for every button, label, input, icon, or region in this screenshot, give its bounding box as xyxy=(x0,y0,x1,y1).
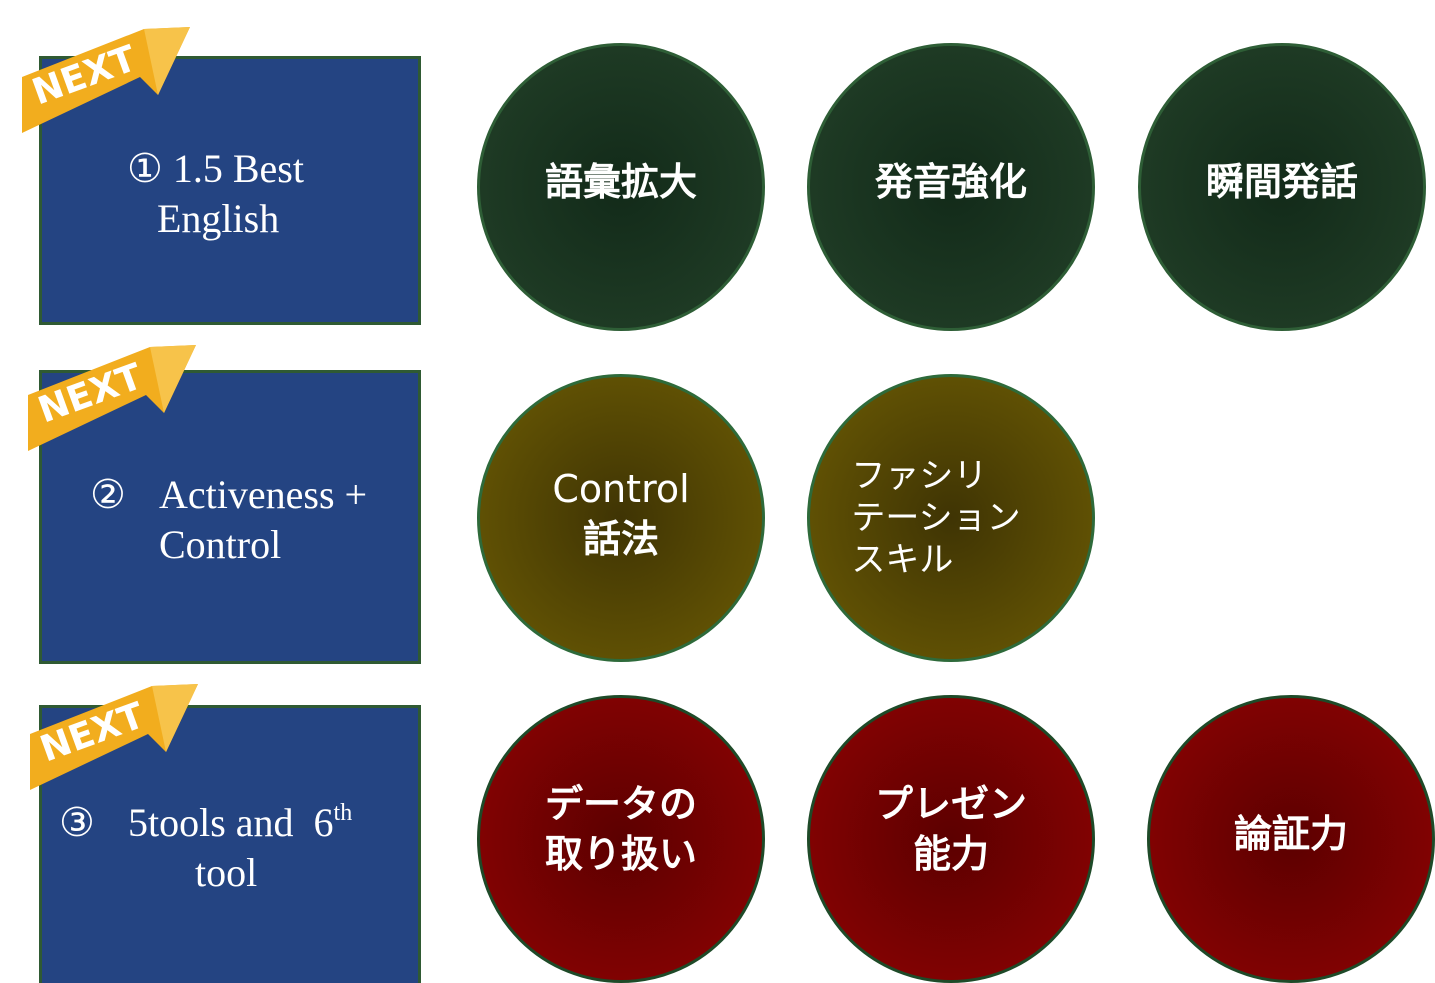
skill-circle-presentation-text: プレゼン 能力 xyxy=(875,779,1027,879)
step-box-2-line-2: Control xyxy=(159,522,282,567)
skill-circle-instant-speech: 瞬間発話 xyxy=(1138,43,1426,331)
step-box-2: ② Activeness + Control xyxy=(39,370,421,664)
next-tag-2-arrow-tip xyxy=(150,345,196,413)
skill-circle-facilitation-line-2: テーション xyxy=(851,498,1021,538)
step-box-3-number: ③ xyxy=(59,800,95,845)
next-tag-3-arrow-tip xyxy=(152,684,198,752)
skill-circle-argumentation-label: 論証力 xyxy=(1233,812,1348,856)
skill-circle-pronunciation-label: 発音強化 xyxy=(874,160,1027,204)
skill-circle-facilitation: ファシリ テーション スキル xyxy=(807,374,1095,662)
skill-circle-pronunciation: 発音強化 xyxy=(807,43,1095,331)
step-box-3-line-1-sup: th xyxy=(333,799,353,826)
skill-circle-facilitation-text: ファシリ テーション スキル xyxy=(851,455,1020,581)
skill-circle-presentation: プレゼン 能力 xyxy=(807,695,1095,983)
skill-circle-control-speech-text: Control 話法 xyxy=(552,464,689,564)
next-tag-1-arrow-tip xyxy=(144,27,190,95)
skill-circle-data-handling: データの 取り扱い xyxy=(477,695,765,983)
next-tag-3-arrow-shape xyxy=(30,684,198,790)
step-box-2-number: ② xyxy=(90,472,126,517)
skill-circle-control-speech: Control 話法 xyxy=(477,374,765,662)
step-box-3-line-1: 5tools and 6th xyxy=(128,798,352,848)
skill-circle-data-handling-line-1: データの xyxy=(544,782,697,826)
skill-circle-presentation-line-2: 能力 xyxy=(912,832,989,876)
step-box-1-line-2: English xyxy=(157,196,280,241)
step-box-3-line-1-main: 5tools and 6 xyxy=(128,800,334,845)
next-tag-3: NEXT xyxy=(30,684,198,790)
skill-circle-data-handling-text: データの 取り扱い xyxy=(545,779,697,879)
next-tag-2-arrow-shape xyxy=(28,345,196,451)
skill-circle-argumentation: 論証力 xyxy=(1147,695,1435,983)
skill-circle-instant-speech-label: 瞬間発話 xyxy=(1205,160,1358,204)
skill-circle-data-handling-line-2: 取り扱い xyxy=(544,832,697,876)
skill-circle-control-speech-line-2: 話法 xyxy=(582,517,659,561)
step-box-1: ① 1.5 Best English xyxy=(39,56,421,325)
next-tag-1: NEXT xyxy=(22,27,190,133)
skill-circle-vocabulary: 語彙拡大 xyxy=(477,43,765,331)
skill-circle-facilitation-line-1: ファシリ xyxy=(851,456,988,496)
next-tag-2: NEXT xyxy=(28,345,196,451)
skill-circle-control-speech-line-1: Control xyxy=(552,467,690,511)
skill-circle-vocabulary-label: 語彙拡大 xyxy=(544,160,697,204)
skill-circle-facilitation-line-3: スキル xyxy=(851,540,954,580)
step-box-2-line-1: Activeness + xyxy=(159,472,368,517)
next-tag-1-arrow-shape xyxy=(22,27,190,133)
skill-circle-presentation-line-1: プレゼン xyxy=(874,782,1027,826)
step-box-1-line-1: ① 1.5 Best xyxy=(127,146,304,191)
step-box-3-line-2: tool xyxy=(195,850,258,895)
